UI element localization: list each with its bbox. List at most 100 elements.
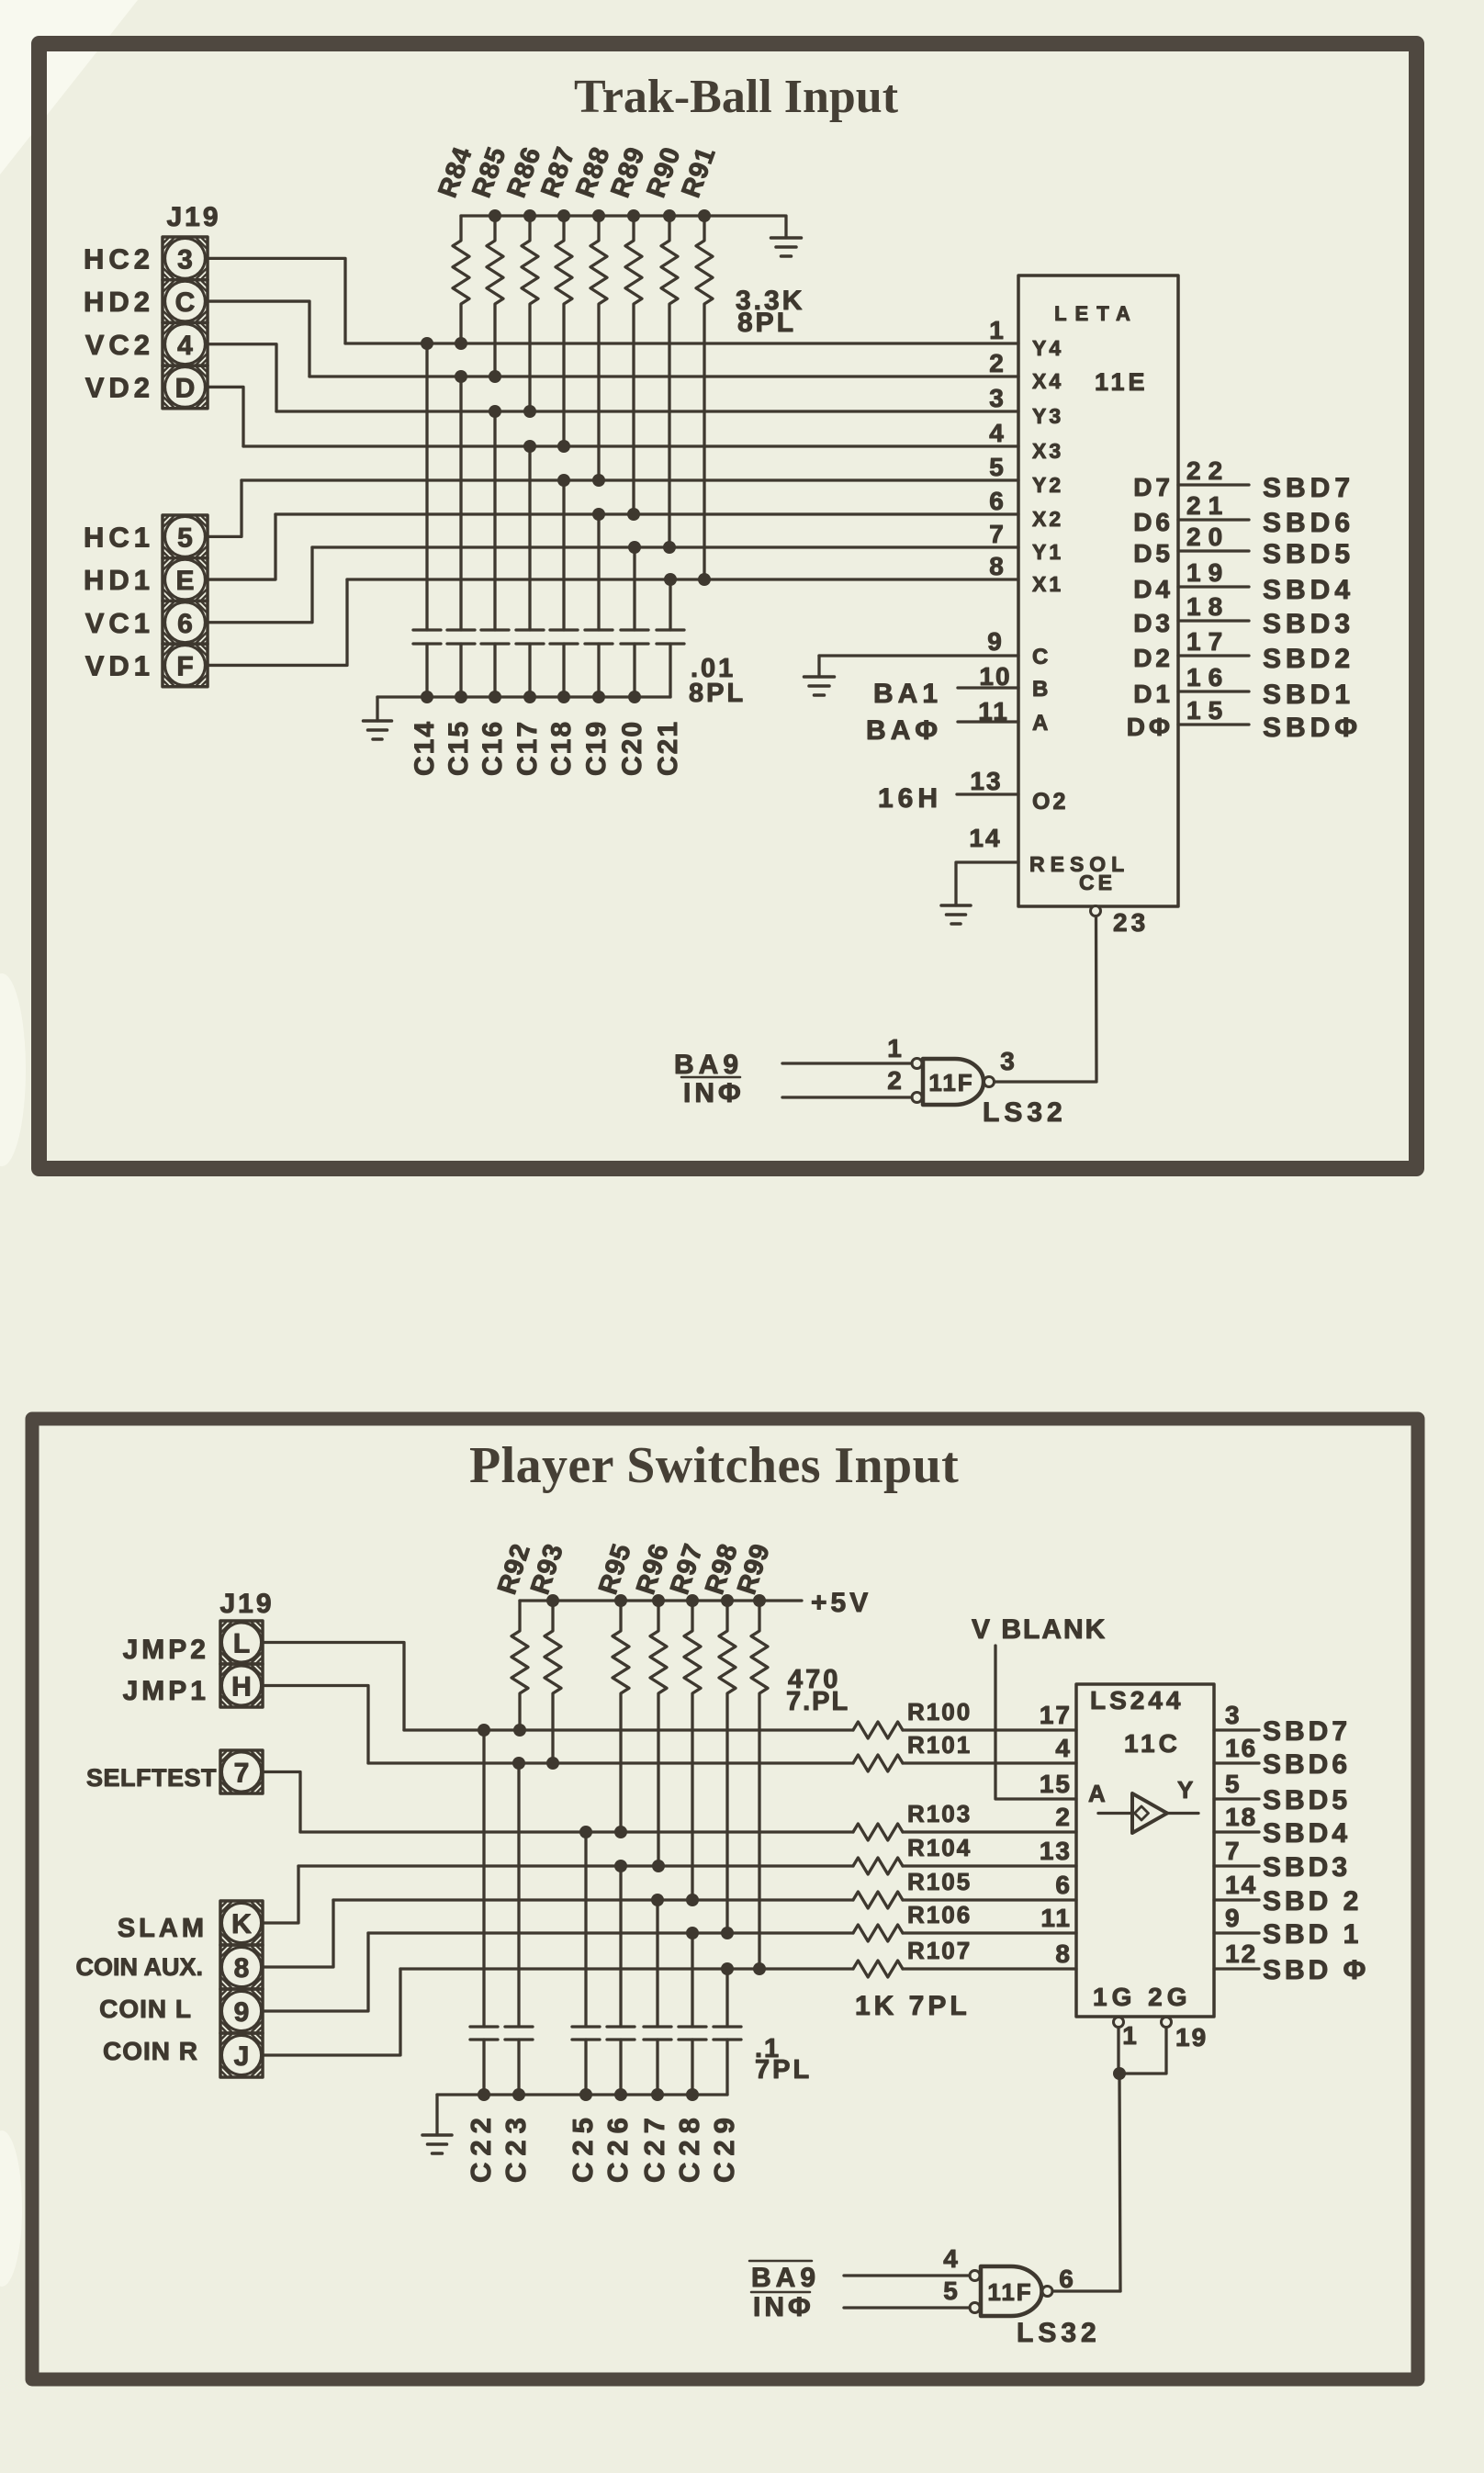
svg-text:1K 7PL: 1K 7PL: [855, 1991, 971, 2021]
svg-text:C16: C16: [478, 720, 508, 776]
svg-text:SBD7: SBD7: [1263, 1716, 1351, 1747]
svg-text:4: 4: [943, 2244, 961, 2273]
svg-text:3: 3: [1225, 1701, 1242, 1729]
svg-text:HD2: HD2: [84, 286, 154, 318]
svg-text:SBD 2: SBD 2: [1263, 1886, 1362, 1917]
svg-text:.01: .01: [691, 654, 736, 683]
svg-text:3: 3: [1000, 1047, 1018, 1075]
svg-text:X2: X2: [1032, 507, 1063, 531]
svg-text:D1: D1: [1133, 680, 1174, 708]
svg-text:+5V: +5V: [811, 1588, 871, 1618]
svg-text:8PL: 8PL: [737, 308, 796, 338]
svg-text:11F: 11F: [987, 2278, 1032, 2306]
svg-text:8: 8: [1055, 1939, 1072, 1968]
svg-text:17: 17: [1040, 1701, 1072, 1729]
svg-text:Y3: Y3: [1032, 404, 1063, 428]
svg-text:9: 9: [234, 1997, 250, 2028]
svg-text:BA9: BA9: [674, 1050, 743, 1080]
svg-text:16: 16: [1225, 1734, 1257, 1762]
svg-text:BAΦ: BAΦ: [866, 715, 942, 746]
svg-text:INΦ: INΦ: [753, 2292, 815, 2322]
svg-text:L: L: [233, 1629, 250, 1659]
svg-text:VD2: VD2: [85, 371, 154, 403]
svg-text:6: 6: [989, 487, 1004, 515]
svg-text:12: 12: [1225, 1939, 1257, 1968]
svg-text:8PL: 8PL: [689, 679, 746, 708]
svg-text:7: 7: [989, 520, 1004, 548]
svg-text:BA1: BA1: [873, 679, 942, 709]
svg-text:R106: R106: [907, 1901, 972, 1928]
svg-text:R84: R84: [433, 143, 478, 202]
svg-text:SBD1: SBD1: [1263, 680, 1355, 710]
svg-text:2: 2: [989, 349, 1004, 377]
svg-text:6: 6: [177, 609, 193, 639]
svg-text:COIN R: COIN R: [103, 2037, 198, 2065]
svg-text:470: 470: [788, 1665, 840, 1694]
svg-text:F: F: [176, 651, 193, 681]
svg-text:K: K: [231, 1909, 252, 1939]
svg-text:INΦ: INΦ: [683, 1078, 745, 1108]
svg-text:A: A: [1032, 711, 1048, 736]
svg-text:D5: D5: [1133, 539, 1174, 568]
svg-text:22: 22: [1186, 456, 1230, 485]
svg-text:18: 18: [1186, 592, 1230, 621]
svg-text:BA9: BA9: [751, 2263, 820, 2293]
svg-text:8: 8: [234, 1953, 250, 1984]
svg-text:D6: D6: [1133, 508, 1174, 536]
svg-text:SBD6: SBD6: [1263, 1749, 1351, 1780]
svg-text:E: E: [175, 566, 194, 596]
svg-text:3: 3: [177, 244, 193, 275]
svg-text:H: H: [231, 1672, 252, 1703]
svg-text:VD1: VD1: [85, 649, 154, 681]
svg-text:RESOL: RESOL: [1029, 852, 1130, 876]
svg-text:Y: Y: [1177, 1776, 1193, 1804]
svg-text:J: J: [234, 2041, 250, 2072]
svg-text:LS32: LS32: [983, 1097, 1067, 1128]
svg-text:3: 3: [989, 384, 1004, 412]
svg-text:C17: C17: [512, 720, 543, 776]
svg-text:13: 13: [1040, 1837, 1072, 1865]
svg-text:7.PL: 7.PL: [786, 1687, 849, 1716]
svg-text:SBD5: SBD5: [1263, 539, 1355, 569]
svg-text:9: 9: [987, 627, 1006, 656]
svg-text:15: 15: [1040, 1770, 1072, 1798]
svg-text:15: 15: [1186, 696, 1230, 725]
svg-text:6: 6: [1055, 1871, 1072, 1899]
svg-text:D4: D4: [1133, 575, 1174, 603]
svg-text:C: C: [175, 287, 196, 318]
svg-text:10: 10: [979, 662, 1011, 691]
svg-text:1: 1: [989, 316, 1004, 344]
svg-text:11E: 11E: [1095, 368, 1149, 396]
svg-text:.1: .1: [755, 2034, 781, 2063]
svg-text:V BLANK: V BLANK: [972, 1614, 1107, 1645]
svg-text:21: 21: [1186, 491, 1230, 520]
svg-text:7: 7: [234, 1759, 250, 1789]
svg-text:1: 1: [887, 1034, 905, 1062]
svg-text:R100: R100: [907, 1698, 972, 1725]
svg-text:23: 23: [1113, 908, 1149, 937]
svg-text:JMP1: JMP1: [123, 1676, 209, 1706]
svg-text:Y4: Y4: [1032, 336, 1063, 360]
svg-text:SBD 1: SBD 1: [1263, 1919, 1362, 1950]
svg-text:19: 19: [1186, 558, 1230, 587]
svg-text:R105: R105: [907, 1868, 972, 1895]
svg-text:11F: 11F: [928, 1069, 973, 1096]
svg-text:J19: J19: [219, 1589, 274, 1619]
svg-text:X1: X1: [1032, 572, 1063, 596]
svg-text:SLAM: SLAM: [118, 1914, 208, 1943]
svg-text:SBD3: SBD3: [1263, 609, 1355, 639]
svg-text:1: 1: [1122, 2021, 1141, 2050]
svg-text:C21: C21: [653, 720, 683, 776]
svg-text:11C: 11C: [1124, 1729, 1181, 1758]
svg-text:14: 14: [1225, 1871, 1257, 1899]
svg-text:R101: R101: [907, 1731, 972, 1759]
svg-text:6: 6: [1059, 2265, 1077, 2293]
svg-text:D: D: [175, 373, 196, 403]
svg-text:11: 11: [978, 697, 1009, 725]
svg-text:4: 4: [177, 331, 193, 361]
svg-text:LETA: LETA: [1054, 302, 1139, 325]
svg-text:5: 5: [943, 2276, 961, 2305]
svg-text:11: 11: [1040, 1904, 1072, 1932]
svg-text:C22: C22: [465, 2111, 497, 2183]
svg-text:C29: C29: [708, 2111, 740, 2183]
